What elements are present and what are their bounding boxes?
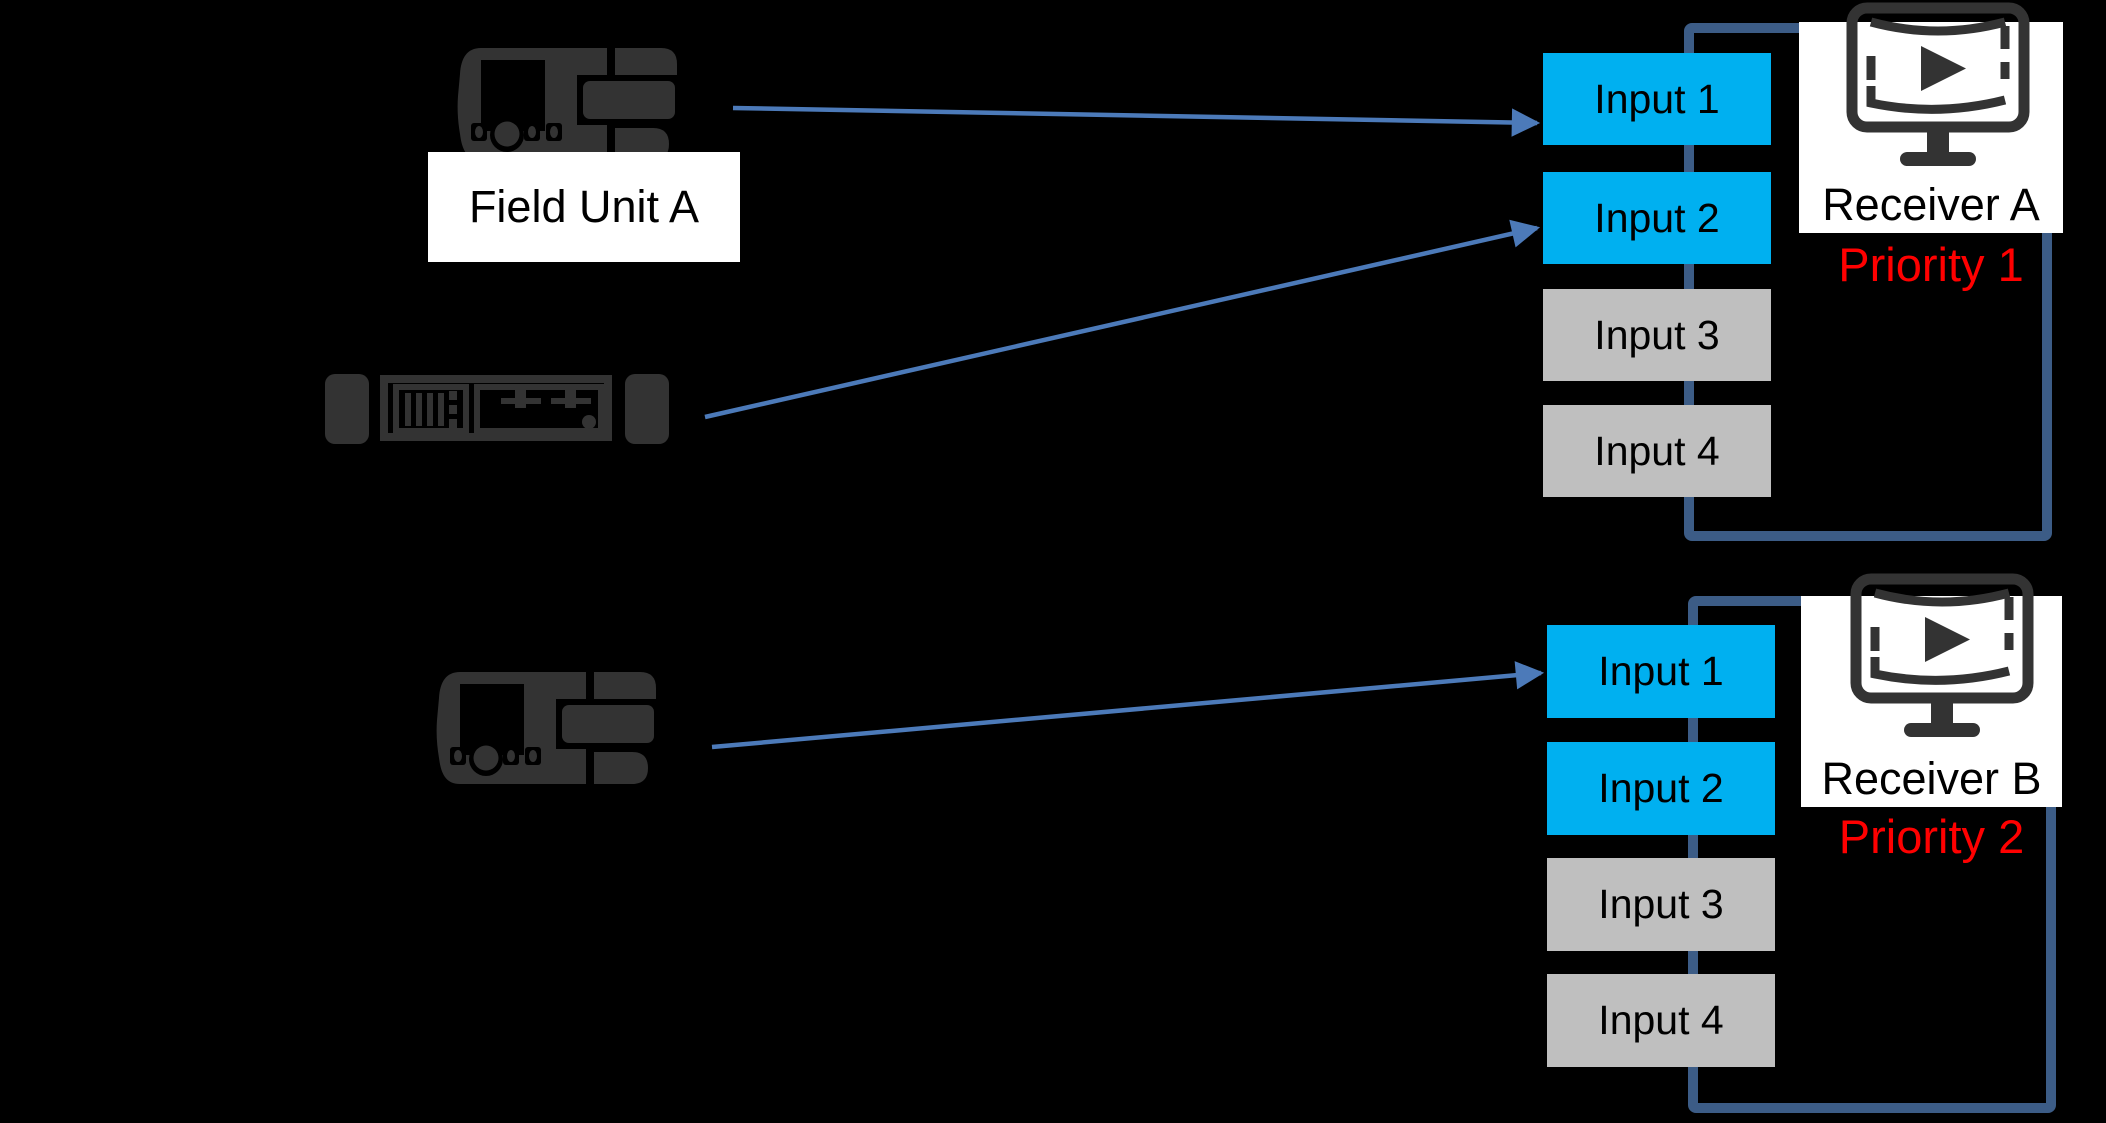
- receiver-a-input-1: Input 1: [1543, 53, 1771, 145]
- input-label: Input 4: [1594, 427, 1720, 474]
- receiver-b-input-4: Input 4: [1547, 974, 1775, 1067]
- input-label: Input 4: [1598, 997, 1724, 1043]
- receiver-a-priority: Priority 1: [1838, 238, 2024, 291]
- input-label: Input 2: [1594, 194, 1720, 241]
- input-label: Input 2: [1598, 765, 1724, 811]
- portable-field-unit-icon: [436, 672, 656, 784]
- receiver-a-input-2: Input 2: [1543, 172, 1771, 264]
- receiver-b-priority: Priority 2: [1838, 810, 2025, 863]
- input-label: Input 1: [1594, 75, 1720, 122]
- receiver-a-name: Receiver A: [1822, 178, 2040, 230]
- receiver-a-input-4: Input 4: [1543, 405, 1771, 497]
- rack-receiver-icon: [325, 374, 669, 444]
- input-label: Input 1: [1598, 648, 1724, 694]
- receiver-a-input-3: Input 3: [1543, 289, 1771, 381]
- input-label: Input 3: [1598, 881, 1724, 927]
- field-unit-a-label: Field Unit A: [428, 152, 740, 262]
- receiver-b-input-1: Input 1: [1547, 625, 1775, 718]
- video-monitor-icon: [1847, 571, 2037, 743]
- video-monitor-icon: [1843, 0, 2033, 172]
- arrow-field-unit-a-to-receiver-a-input-1: [732, 105, 1541, 137]
- portable-field-unit-icon: [457, 48, 677, 160]
- receiver-b-input-2: Input 2: [1547, 742, 1775, 835]
- arrow-rack-unit-to-receiver-a-input-2: [704, 219, 1541, 420]
- receiver-b-name: Receiver B: [1821, 752, 2042, 804]
- input-label: Input 3: [1594, 311, 1720, 358]
- receiver-b-input-3: Input 3: [1547, 858, 1775, 951]
- field-unit-a-label-text: Field Unit A: [468, 181, 700, 232]
- arrow-field-unit-b-to-receiver-b-input-1: [711, 661, 1545, 750]
